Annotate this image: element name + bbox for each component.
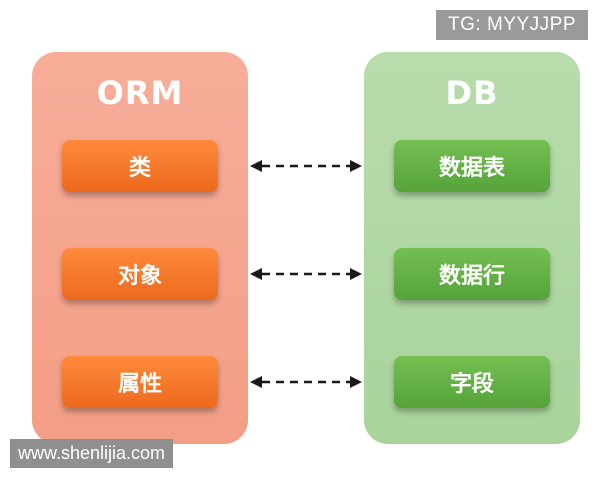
mapping-arrow-attribute-field: [250, 376, 362, 388]
orm-item-class: 类: [62, 140, 218, 192]
orm-item-attribute: 属性: [62, 356, 218, 408]
orm-panel: ORM 类 对象 属性: [32, 52, 248, 444]
watermark-telegram: TG: MYYJJPP: [436, 10, 588, 40]
db-item-field: 字段: [394, 356, 550, 408]
orm-title: ORM: [96, 74, 184, 112]
mapping-arrow-object-row: [250, 268, 362, 280]
db-panel: DB 数据表 数据行 字段: [364, 52, 580, 444]
db-title: DB: [445, 74, 499, 112]
orm-item-object: 对象: [62, 248, 218, 300]
db-item-row: 数据行: [394, 248, 550, 300]
db-item-table: 数据表: [394, 140, 550, 192]
watermark-website: www.shenlijia.com: [10, 439, 174, 468]
mapping-arrow-class-table: [250, 160, 362, 172]
